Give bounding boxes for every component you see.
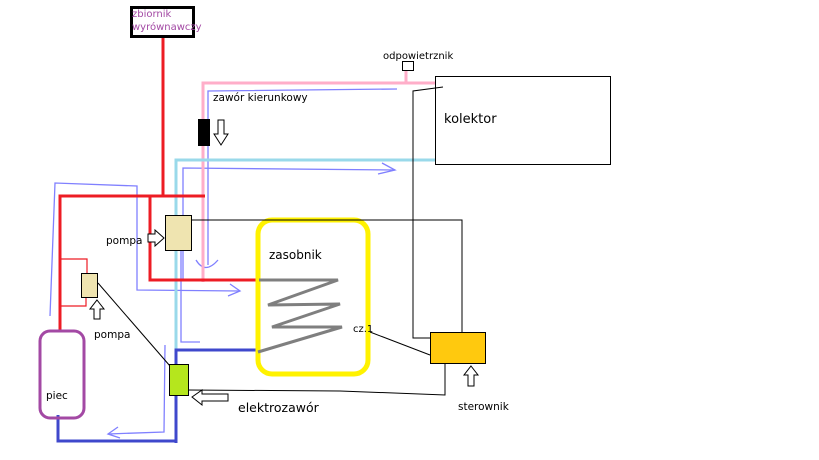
- solar-supply-pipe: [201, 70, 437, 282]
- controller-label: sterownik: [458, 401, 509, 413]
- arrow-right-icon: [147, 228, 165, 248]
- arrow-down-icon: [213, 119, 229, 146]
- controller: [430, 332, 486, 364]
- flow-arrow-valve-turn: [195, 259, 219, 269]
- hot-pipes: [58, 36, 259, 330]
- flow-arrow-solar-supply: [207, 88, 398, 265]
- furnace: [38, 329, 86, 420]
- flow-arrow-return: [107, 344, 166, 435]
- air-vent-label: odpowietrznik: [383, 51, 454, 62]
- directional-valve: [198, 119, 210, 146]
- solenoid-valve: [169, 364, 189, 396]
- expansion-tank-label: zbiornik wyrównawczy: [132, 9, 202, 33]
- directional-valve-label: zawór kierunkowy: [213, 92, 308, 104]
- collector-label: kolektor: [444, 112, 497, 127]
- expansion-tank: [130, 6, 195, 38]
- storage-tank: [255, 217, 371, 377]
- flow-arrow-return-path: [180, 237, 200, 343]
- furnace-label: piec: [46, 390, 68, 402]
- collector: [435, 76, 611, 165]
- pump-bypass-pipe: [61, 258, 88, 307]
- storage-tank-label: zasobnik: [269, 248, 322, 262]
- flow-arrow-heating-head: [227, 283, 242, 297]
- pump-secondary-label: pompa: [94, 329, 131, 341]
- flow-arrow-solar-return-head: [377, 162, 397, 175]
- arrow-left-icon: [191, 389, 229, 407]
- control-wires: [97, 86, 463, 396]
- sensor-label: cz.1: [353, 324, 374, 335]
- flow-arrow-heating: [49, 182, 241, 317]
- heating-coil: [257, 278, 343, 354]
- pump-main: [165, 215, 192, 251]
- arrow-up-icon: [462, 365, 480, 387]
- cold-pipes: [56, 348, 258, 443]
- pump-secondary: [81, 273, 98, 298]
- pump-main-label: pompa: [106, 235, 143, 247]
- solenoid-valve-label: elektrozawór: [238, 400, 319, 415]
- solar-return-pipe: [174, 158, 438, 350]
- flow-arrow-return-head: [106, 426, 121, 439]
- air-vent: [402, 61, 414, 71]
- arrow-up-icon: [88, 299, 106, 320]
